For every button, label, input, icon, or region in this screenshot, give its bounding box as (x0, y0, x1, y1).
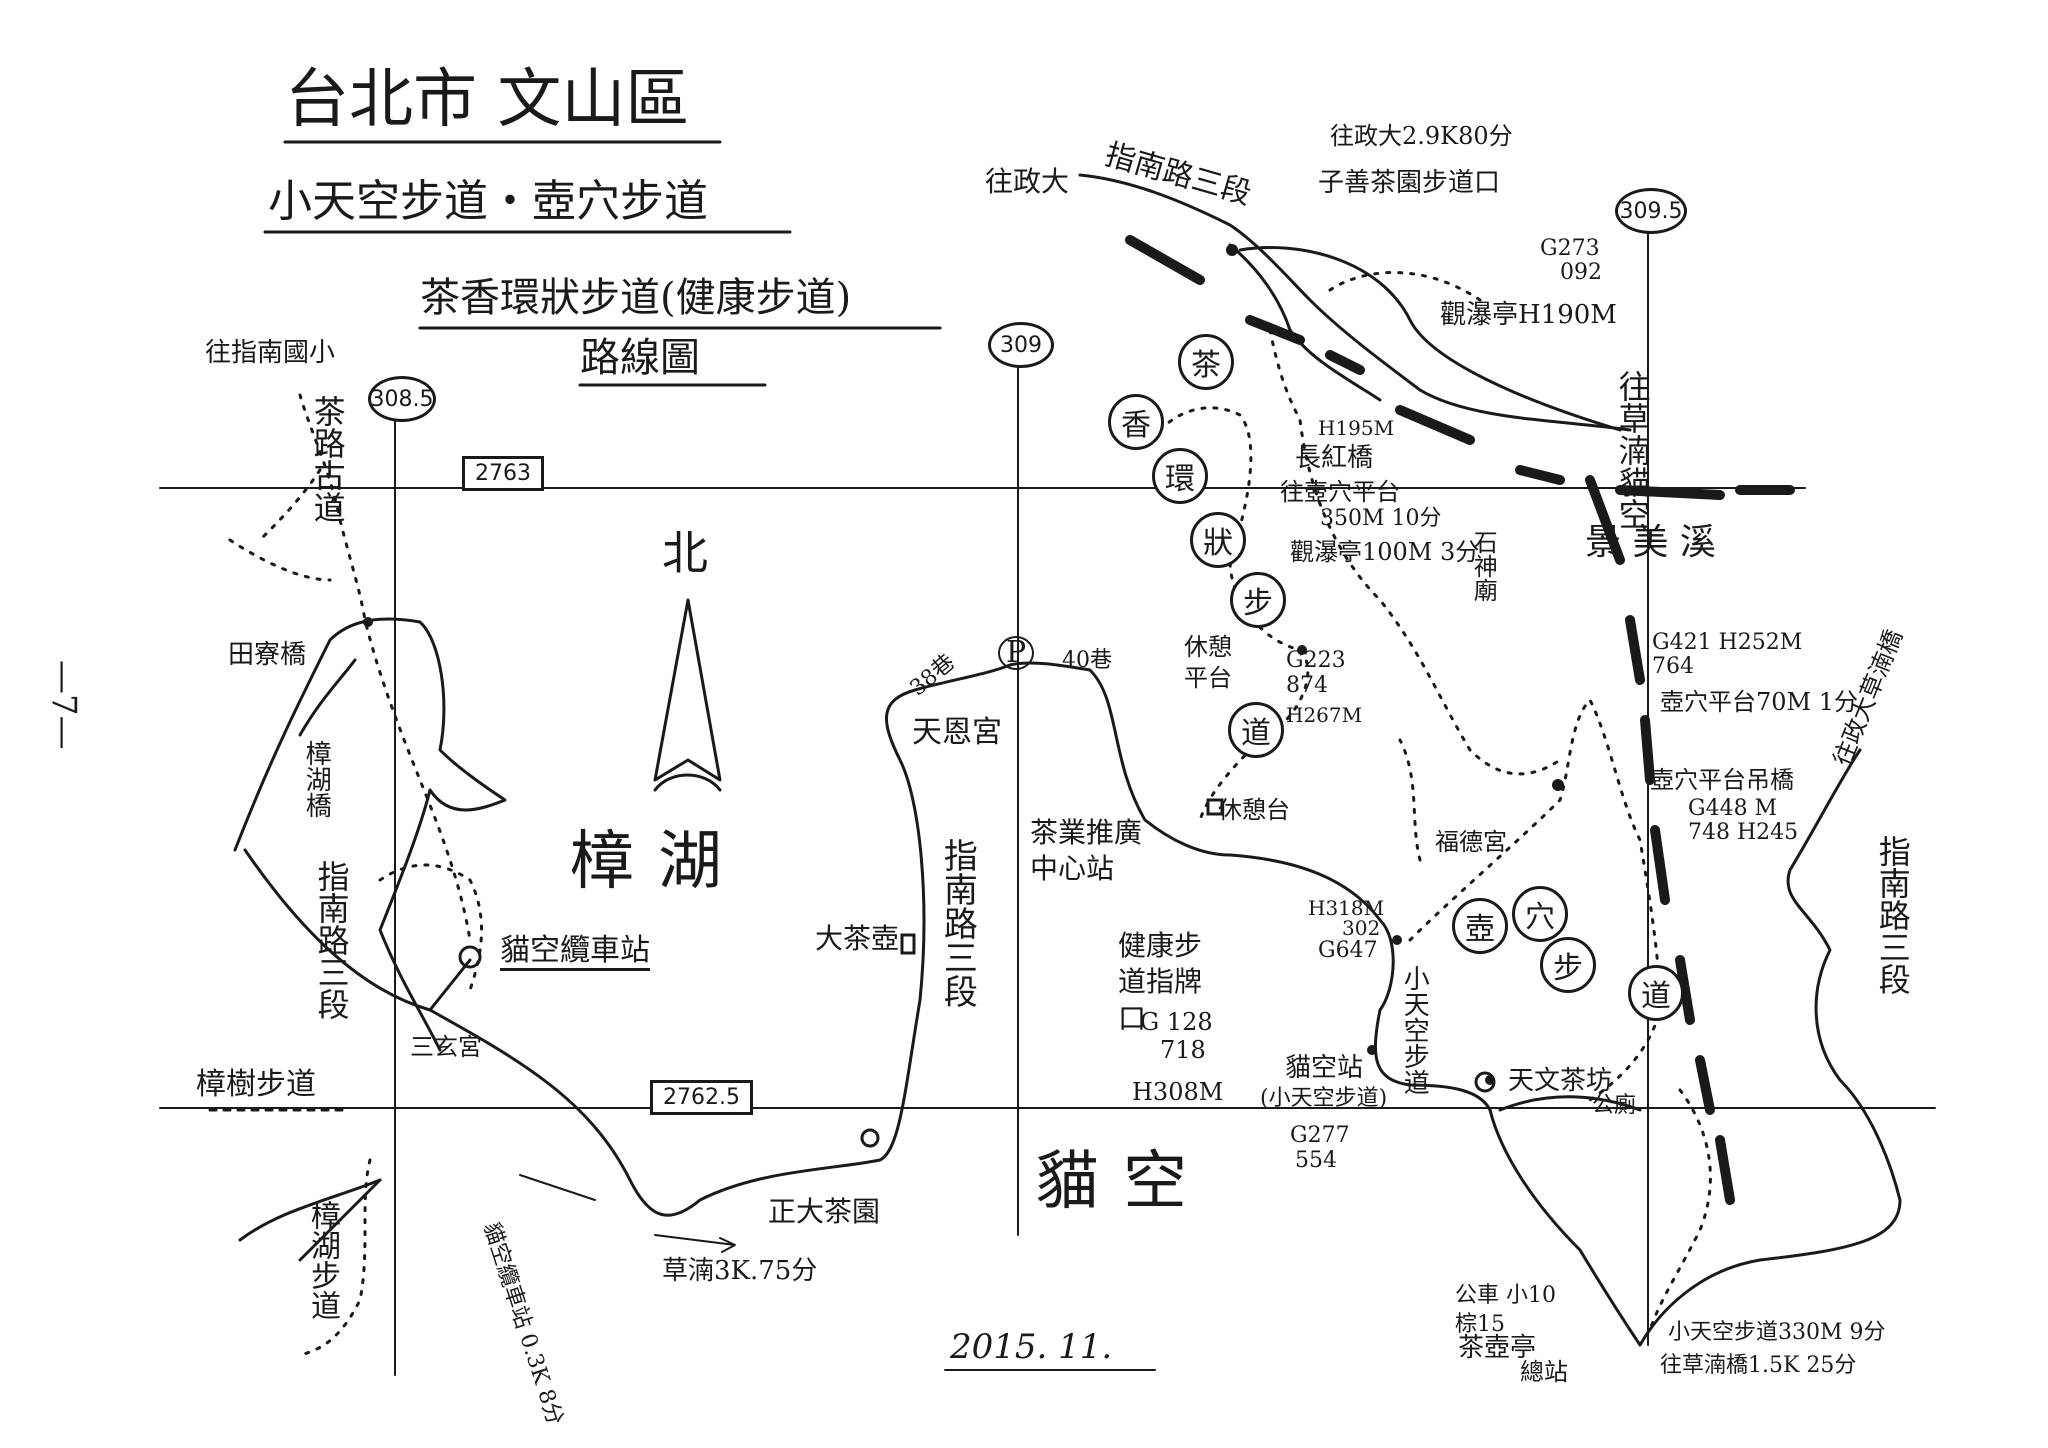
grid-label-309: 309 (988, 322, 1054, 368)
label-maokong-station: 貓空站 (1285, 1053, 1364, 1083)
label-distance-350m: 350M 10分 (1320, 506, 1442, 531)
label-g273: G273 (1540, 236, 1600, 261)
area-zhanghu: 樟湖 (570, 825, 746, 899)
pothole-trail-char-3: 步 (1540, 937, 1596, 993)
label-small-sky-330m: 小天空步道330M 9分 (1668, 1320, 1886, 1345)
label-g128: G 128 (1140, 1008, 1213, 1036)
label-shishen-temple: 石神廟 (1469, 530, 1498, 602)
grid-label-309-5: 309.5 (1615, 188, 1687, 234)
label-lane-40: 40巷 (1062, 648, 1112, 673)
pothole-trail-char-2: 穴 (1512, 886, 1568, 942)
label-g421: G421 H252M (1652, 630, 1803, 655)
label-zhengda-tea-garden: 正大茶園 (768, 1195, 881, 1228)
label-to-caonan-bridge: 往草湳橋1.5K 25分 (1660, 1353, 1857, 1378)
label-changhong-bridge: 長紅橋 (1295, 443, 1374, 473)
label-health-trail-sign: 健康步道指牌口 (1118, 929, 1203, 1035)
map-subtitle-1: 小天空步道・壺穴步道 (268, 176, 708, 227)
label-rest-platform: 休憩平台 (1184, 633, 1232, 693)
label-small-sky-trail: 小天空步道 (1399, 965, 1430, 1095)
label-h318: H318M (1308, 896, 1385, 920)
label-to-zhengda: 往政大 (985, 165, 1070, 198)
label-caonan-distance: 草湳3K.75分 (662, 1256, 818, 1286)
label-g554: 554 (1295, 1148, 1337, 1173)
label-h267: H267M (1286, 703, 1363, 727)
map-title: 台北市 文山區 (285, 63, 690, 137)
label-small-sky-paren: (小天空步道) (1260, 1086, 1388, 1111)
label-g647: G647 (1318, 938, 1378, 963)
label-g448: G448 M (1688, 796, 1778, 821)
grid-label-2763: 2763 (462, 456, 544, 491)
label-g092: 092 (1560, 260, 1602, 285)
label-zhangshu-trail: 樟樹步道 (196, 1067, 316, 1102)
north-label: 北 (662, 526, 708, 580)
jingmei-creek-label: 景 美 溪 (1585, 522, 1716, 563)
label-sanxuan-temple: 三玄宮 (410, 1033, 482, 1061)
label-guanpu-100m: 觀瀑亭100M 3分 (1290, 538, 1480, 566)
label-fude-temple: 福德宮 (1435, 828, 1507, 856)
label-to-caonan-maokong: 往草湳貓空 (1613, 370, 1652, 530)
label-g718: 718 (1160, 1036, 1206, 1064)
pothole-trail-char-4: 道 (1628, 965, 1684, 1021)
ring-trail-char-1: 茶 (1178, 334, 1234, 390)
map-date: 2015. 11. (950, 1327, 1113, 1367)
label-zhinan-rd-left: 指南路三段 (312, 860, 351, 1020)
label-astronomy-teahouse: 天文茶坊 (1508, 1066, 1613, 1096)
label-zhengda-distance: 往政大2.9K80分 (1330, 122, 1513, 150)
page-marker: —7— (43, 660, 84, 750)
label-g748: 748 H245 (1688, 820, 1799, 845)
label-teapot-stop: 茶壺亭 (1458, 1333, 1537, 1363)
label-ziyan-tea-trail-entrance: 子善茶園步道口 (1318, 168, 1501, 198)
grid-label-308-5: 308.5 (368, 376, 436, 422)
label-zhinan-rd-right: 指南路三段 (1873, 835, 1912, 995)
ring-trail-char-4: 狀 (1190, 512, 1246, 568)
label-to-pothole-platform: 往壺穴平台 (1280, 478, 1400, 506)
label-g302: 302 (1342, 916, 1381, 940)
parking-icon: P (998, 636, 1035, 670)
label-tea-promotion-center: 茶業推廣中心站 (1030, 816, 1143, 886)
label-tianen-temple: 天恩宮 (912, 715, 1002, 750)
label-h308: H308M (1132, 1078, 1224, 1106)
ring-trail-char-2: 香 (1108, 394, 1164, 450)
label-guanpu-pavilion: 觀瀑亭H190M (1440, 300, 1617, 330)
label-bus-routes: 公車 小10 棕15 (1455, 1283, 1556, 1337)
label-h195: H195M (1318, 416, 1395, 440)
label-pothole-bridge: 壺穴平台吊橋 (1650, 766, 1794, 794)
grid-label-2762-5: 2762.5 (650, 1080, 753, 1115)
label-tea-road-ancient-trail: 茶路古道 (308, 395, 347, 523)
pothole-trail-char-1: 壺 (1452, 898, 1508, 954)
area-maokong: 貓空 (1035, 1145, 1211, 1219)
label-rest-pavilion: 休憩台 (1218, 796, 1290, 824)
map-subtitle-2: 茶香環狀步道(健康步道) (420, 275, 852, 321)
label-zhanghu-trail: 樟湖步道 (305, 1200, 340, 1320)
label-g764: 764 (1652, 654, 1694, 679)
label-zhanghu-bridge: 樟湖橋 (301, 740, 332, 818)
label-g223: G223 (1286, 648, 1346, 673)
label-big-teapot: 大茶壺 (815, 922, 900, 955)
ring-trail-char-3: 環 (1152, 448, 1208, 504)
label-maokong-gondola-station: 貓空纜車站 (500, 933, 650, 968)
label-to-zhinan-elementary: 往指南國小 (205, 338, 336, 368)
label-zhinan-rd-mid: 指南路三段 (937, 838, 978, 1008)
label-tianliao-bridge: 田寮橋 (228, 640, 307, 670)
label-g874: 874 (1286, 673, 1328, 698)
label-g277: G277 (1290, 1123, 1350, 1148)
label-pothole-platform-70m: 壺穴平台70M 1分 (1660, 688, 1859, 716)
ring-trail-char-5: 步 (1230, 572, 1286, 628)
ring-trail-char-6: 道 (1228, 702, 1284, 758)
label-terminal: 總站 (1520, 1358, 1568, 1386)
map-subtitle-3: 路線圖 (580, 335, 700, 381)
label-toilet: 公廁 (1592, 1093, 1637, 1118)
